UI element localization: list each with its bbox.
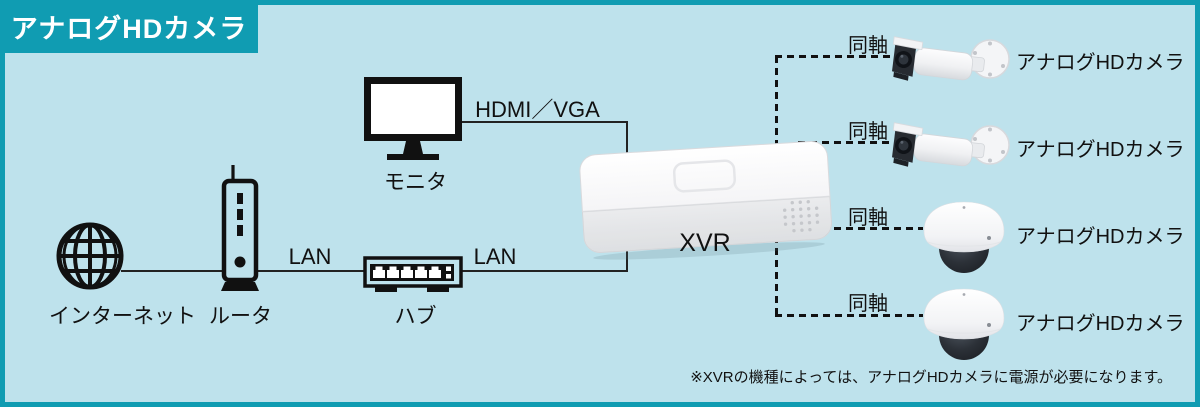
bullet-camera-icon — [892, 122, 1010, 167]
title-badge-label: アナログHDカメラ — [10, 14, 248, 44]
internet-label: インターネット — [49, 305, 196, 328]
xvr-recorder-image — [579, 140, 833, 260]
dome-camera-icon — [923, 288, 1005, 360]
xvr-label: XVR — [679, 229, 731, 257]
camera-label-2: アナログHDカメラ — [1016, 139, 1185, 161]
router-icon — [221, 165, 259, 291]
line-monitor-to-xvr — [462, 121, 628, 123]
lan-label-router-hub: LAN — [288, 244, 332, 269]
monitor-label: モニタ — [384, 171, 447, 194]
title-badge: アナログHDカメラ — [0, 0, 258, 53]
line-hub-to-xvr — [462, 270, 628, 272]
coax-line-camera-4 — [775, 314, 923, 317]
camera-label-3: アナログHDカメラ — [1016, 226, 1185, 248]
hub-label: ハブ — [394, 305, 437, 328]
camera-label-4: アナログHDカメラ — [1016, 313, 1185, 335]
coax-line-camera-1 — [775, 55, 897, 58]
router-label: ルータ — [209, 305, 272, 328]
hdmi-vga-label: HDMI／VGA — [475, 97, 600, 122]
globe-icon — [56, 222, 124, 290]
coax-label-3: 同軸 — [848, 207, 888, 229]
lan-label-hub-xvr: LAN — [473, 244, 517, 269]
coax-label-1: 同軸 — [848, 35, 888, 57]
bullet-camera-icon — [892, 36, 1010, 81]
coax-label-4: 同軸 — [848, 293, 888, 315]
coax-line-camera-3 — [798, 227, 923, 230]
dome-camera-icon — [923, 201, 1005, 273]
hub-icon — [363, 256, 463, 292]
xvr-vent-dots — [783, 200, 820, 233]
monitor-icon — [364, 77, 462, 160]
footnote: ※XVRの機種によっては、アナログHDカメラに電源が必要になります。 — [690, 369, 1172, 386]
camera-label-1: アナログHDカメラ — [1016, 52, 1185, 74]
coax-label-2: 同軸 — [848, 121, 888, 143]
coax-line-camera-2 — [798, 141, 897, 144]
